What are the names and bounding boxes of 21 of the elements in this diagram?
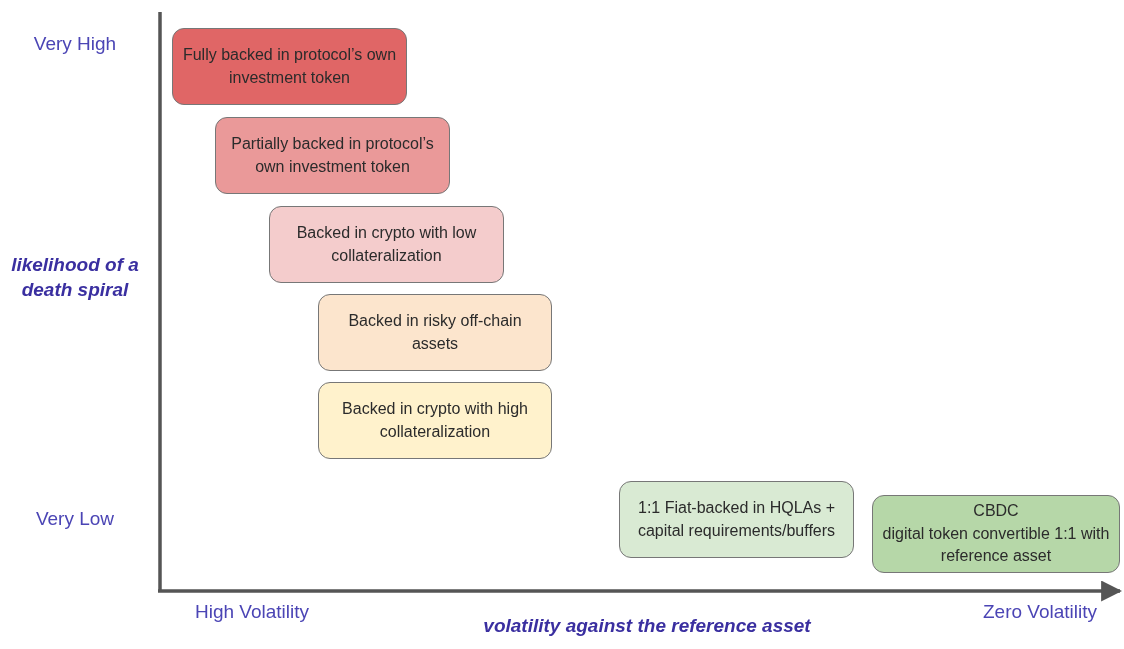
box-text: digital token convertible 1:1 with reference asset xyxy=(881,523,1111,567)
category-box xyxy=(269,206,504,283)
axis-title: volatility against the reference asset xyxy=(482,614,812,638)
box-heading: CBDC xyxy=(973,501,1019,522)
category-box xyxy=(215,117,450,194)
box-text: Backed in crypto with low collateralization xyxy=(295,223,478,266)
scale-label: Very Low xyxy=(34,507,116,531)
category-box xyxy=(318,294,552,371)
box-text: Backed in risky off-chain assets xyxy=(347,311,523,354)
box-text: Backed in crypto with high collateralization xyxy=(341,399,529,442)
category-box xyxy=(619,481,854,558)
box-text: Partially backed in protocol’s own investment token xyxy=(230,134,435,177)
box-text: Fully backed in protocol’s own investment token xyxy=(181,45,398,88)
axis-title: likelihood of a death spiral xyxy=(10,253,140,302)
category-box xyxy=(318,382,552,459)
box-text: 1:1 Fiat-backed in HQLAs + capital requirements/buffers xyxy=(636,498,837,541)
category-box xyxy=(872,495,1120,573)
scale-label: Zero Volatility xyxy=(981,600,1098,624)
category-box xyxy=(172,28,407,105)
scale-label: High Volatility xyxy=(193,600,311,624)
scale-label: Very High xyxy=(32,32,118,56)
